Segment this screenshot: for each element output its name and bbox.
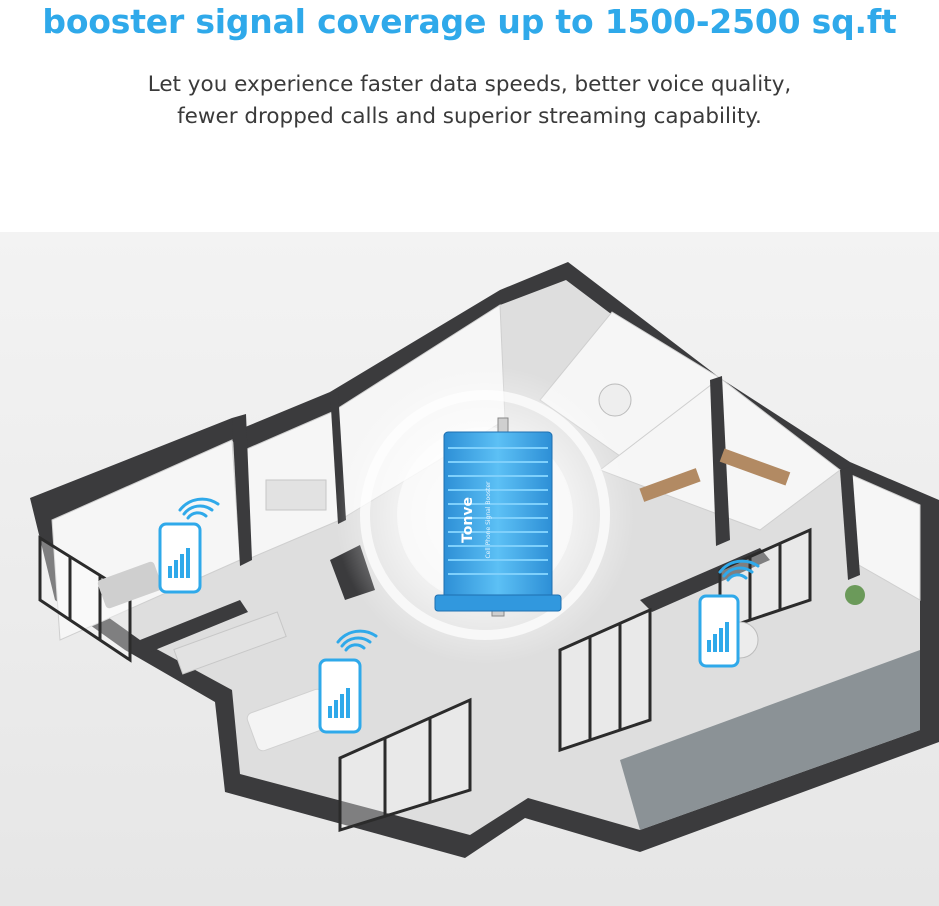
subheadline-line-1: Let you experience faster data speeds, b… bbox=[147, 72, 792, 97]
apartment-floorplan-illustration: Tonve Cell Phone Signal Booster bbox=[0, 232, 939, 906]
signal-bars-icon bbox=[168, 548, 190, 578]
signal-bars-icon bbox=[328, 688, 350, 718]
subheadline-line-2: fewer dropped calls and superior streami… bbox=[177, 104, 762, 129]
booster-brand-label: Tonve bbox=[460, 497, 476, 543]
headline: booster signal coverage up to 1500-2500 … bbox=[42, 2, 897, 41]
phone-icon-living bbox=[318, 629, 378, 734]
right-balcony bbox=[620, 650, 920, 830]
wifi-icon bbox=[336, 629, 378, 652]
furniture bbox=[97, 383, 865, 752]
balcony-glass bbox=[38, 527, 812, 833]
phone-icon-balcony bbox=[698, 559, 760, 668]
booster-device-icon: Tonve Cell Phone Signal Booster bbox=[434, 417, 562, 617]
booster-side-label: Cell Phone Signal Booster bbox=[485, 481, 492, 559]
wifi-icon bbox=[178, 497, 220, 520]
wifi-icon bbox=[718, 559, 760, 582]
phone-icon-bedroom bbox=[158, 497, 220, 594]
signal-bars-icon bbox=[707, 622, 729, 652]
